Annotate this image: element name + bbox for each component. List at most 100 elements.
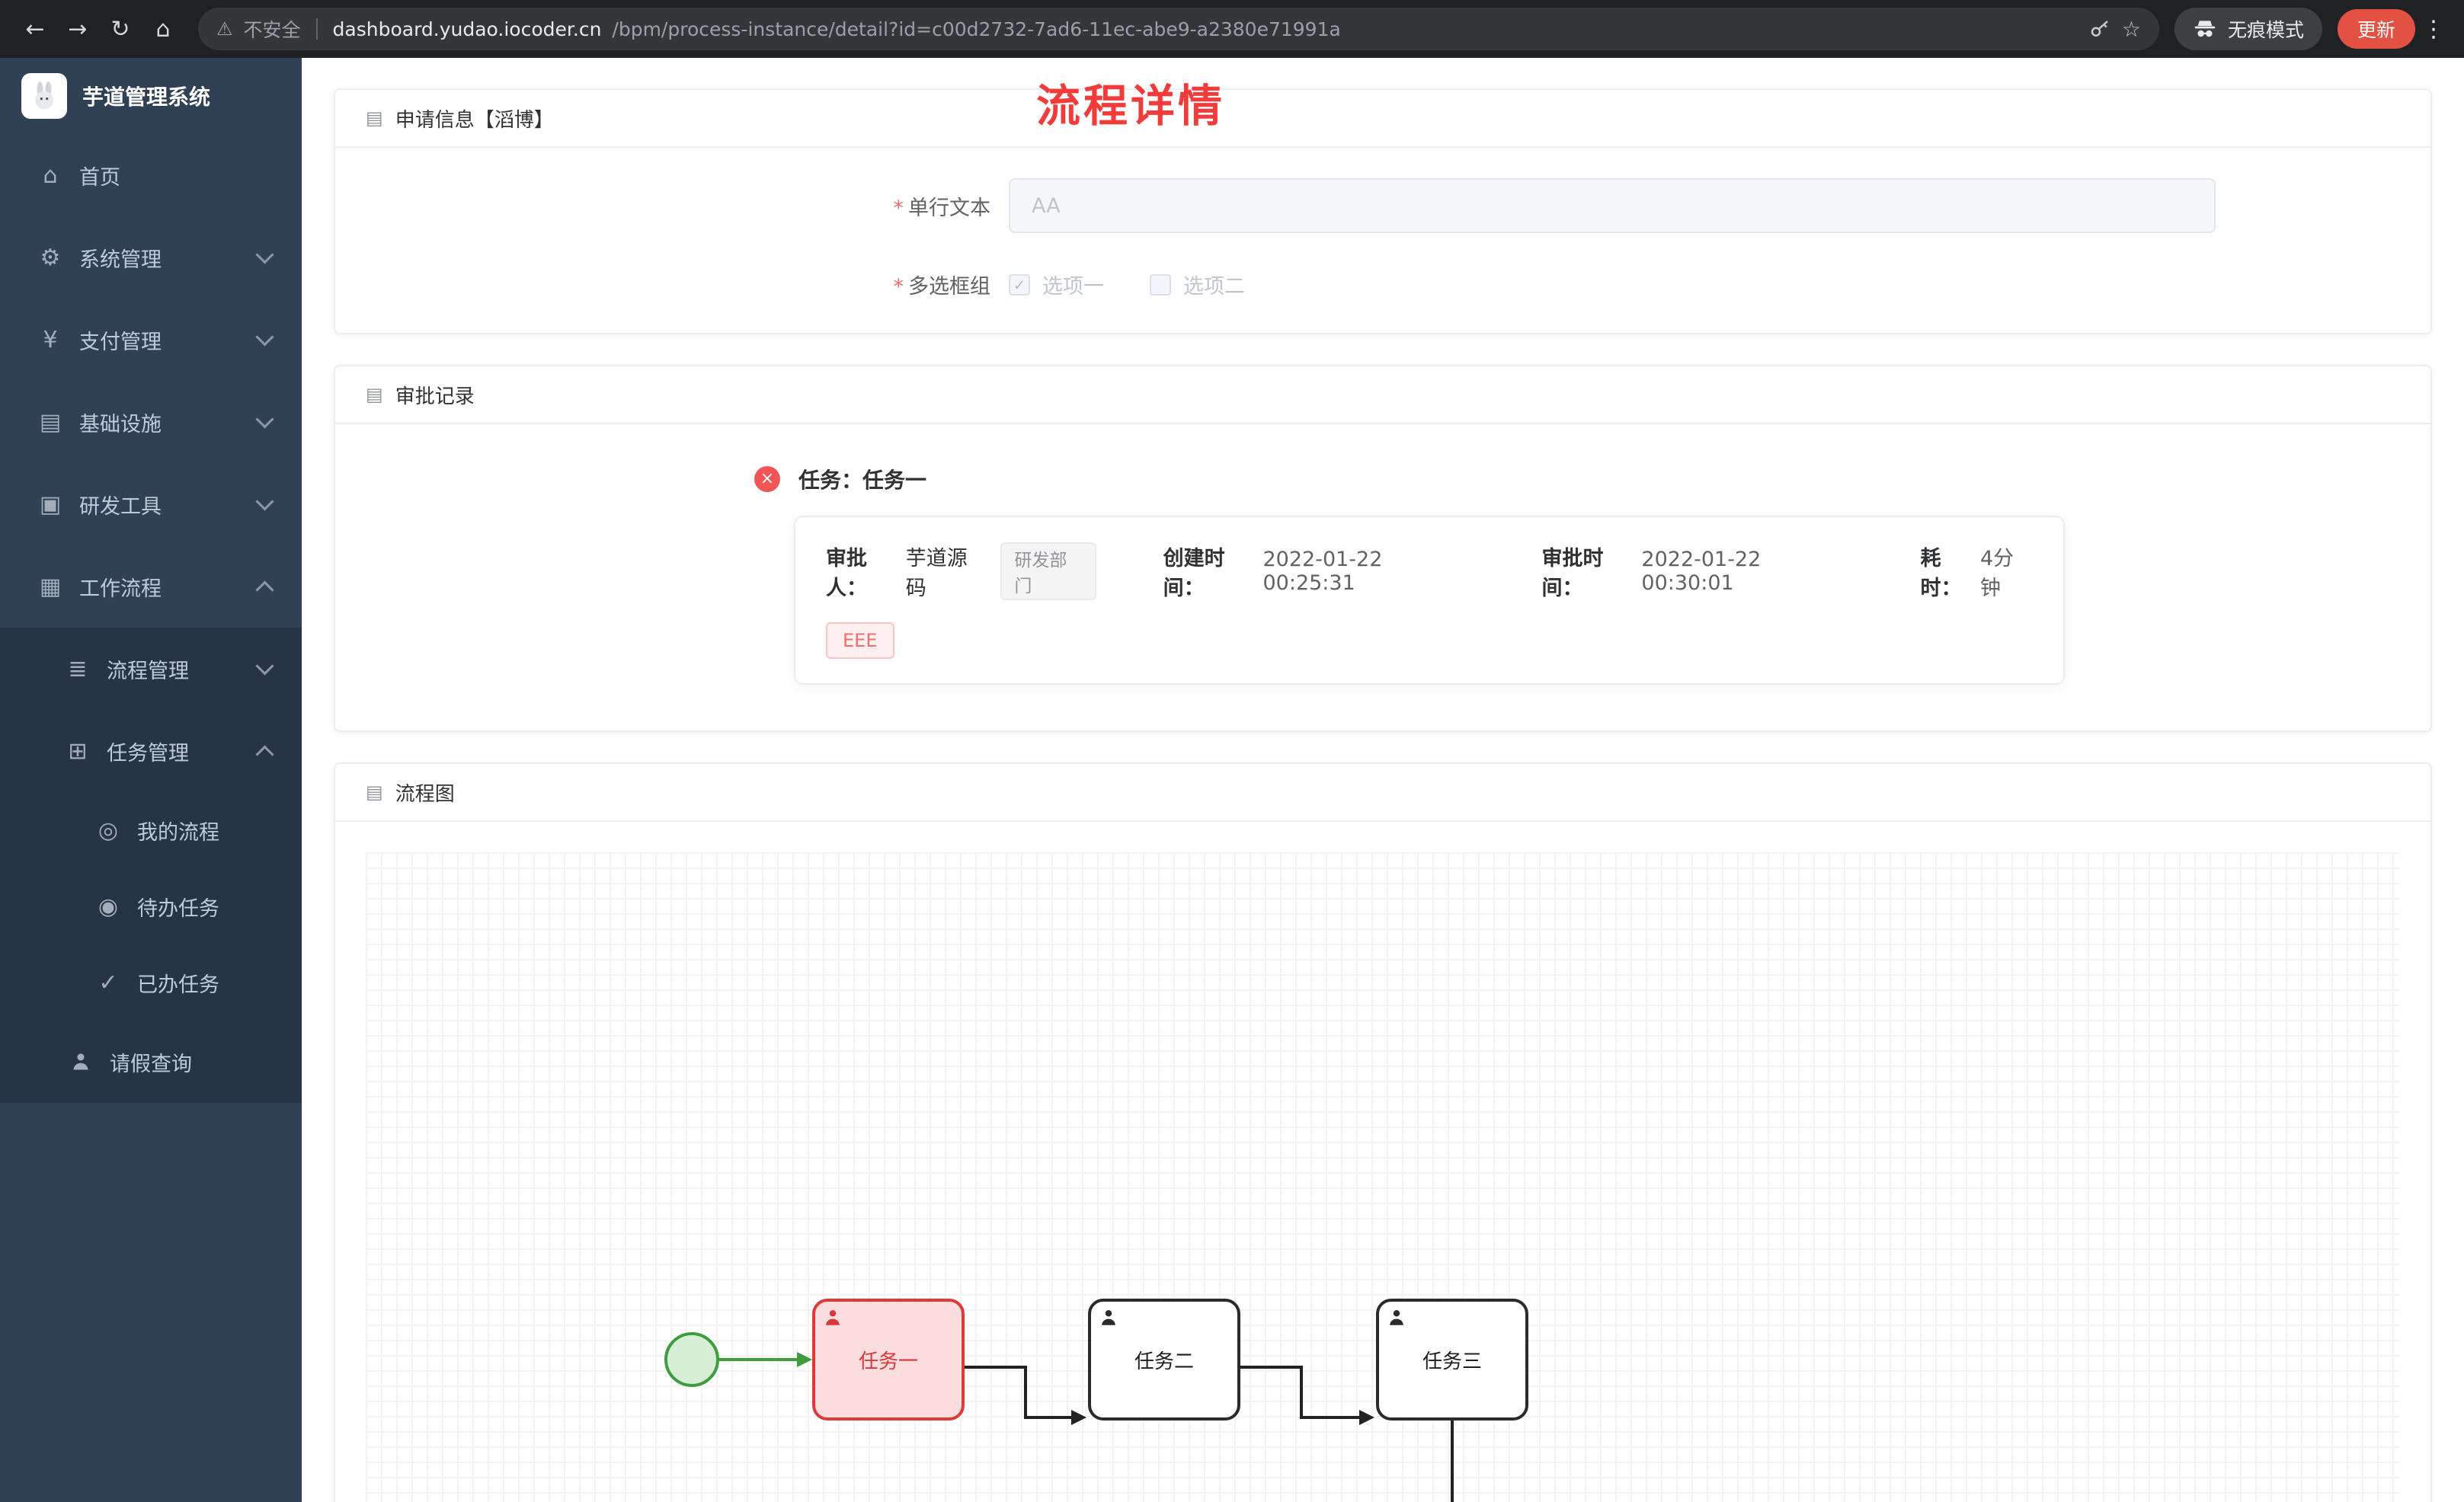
my-process-icon: ◎ (98, 817, 119, 844)
star-icon[interactable]: ☆ (2121, 16, 2141, 42)
sidebar-item-label: 工作流程 (79, 577, 162, 601)
apply-info-card: ▤ 申请信息【滔博】 *单行文本 *多选框组 ✓ (334, 88, 2432, 334)
address-bar[interactable]: ⚠ 不安全 dashboard.yudao.iocoder.cn/bpm/pro… (198, 8, 2159, 50)
home-icon: ⌂ (43, 161, 58, 189)
sidebar-item-done-tasks[interactable]: ✓ 已办任务 (0, 944, 302, 1021)
sidebar-item-label: 请假查询 (110, 1052, 192, 1076)
field-label: *单行文本 (893, 196, 991, 220)
checkbox-group: ✓ 选项一 选项二 (1009, 270, 1245, 299)
bpmn-canvas[interactable]: 任务一 任务二 任务三 (366, 852, 2400, 1502)
user-task-icon (1387, 1308, 1406, 1328)
approver-label: 审批人： (826, 547, 867, 600)
approval-detail-card: 审批人： 芋道源码 研发部门 创建时间： 2022-01-22 00:25:31… (794, 516, 2065, 685)
sidebar-item-label: 研发工具 (79, 494, 162, 519)
form-row-checkbox-group: *多选框组 ✓ 选项一 选项二 (366, 270, 2400, 299)
apply-info-header: ▤ 申请信息【滔博】 (335, 90, 2430, 148)
flow-connectors (719, 1352, 1454, 1502)
sidebar-item-label: 已办任务 (137, 973, 219, 997)
sidebar-item-leave-query[interactable]: 请假查询 (0, 1021, 302, 1103)
sidebar-item-process-management[interactable]: ≣ 流程管理 (0, 628, 302, 710)
url-host: dashboard.yudao.iocoder.cn (332, 18, 602, 40)
browser-menu-button[interactable]: ⋮ (2422, 15, 2445, 43)
url-path: /bpm/process-instance/detail?id=c00d2732… (612, 18, 1341, 40)
user-icon (64, 1051, 98, 1072)
key-icon[interactable] (2088, 18, 2111, 40)
sidebar-item-payment[interactable]: ¥ 支付管理 (0, 299, 302, 381)
sidebar-item-workflow[interactable]: ▦ 工作流程 (0, 545, 302, 628)
task-mgmt-icon: ⊞ (68, 737, 88, 765)
browser-toolbar: ← → ↻ ⌂ ⚠ 不安全 dashboard.yudao.iocoder.cn… (0, 0, 2464, 58)
status-error-icon: × (754, 466, 780, 492)
back-button[interactable]: ← (25, 15, 45, 43)
warning-icon: ⚠ (216, 18, 233, 40)
sidebar-item-my-process[interactable]: ◎ 我的流程 (0, 792, 302, 868)
task-title: 任务：任务一 (798, 468, 927, 493)
field-label: *多选框组 (893, 275, 991, 299)
process-list-icon: ≣ (68, 655, 88, 682)
form-row-single-line-text: *单行文本 (366, 178, 2400, 233)
flow-diagram-body: 任务一 任务二 任务三 (335, 822, 2430, 1502)
single-line-text-input (1009, 178, 2216, 233)
sidebar-item-task-management[interactable]: ⊞ 任务管理 (0, 710, 302, 792)
gear-icon: ⚙ (40, 244, 61, 271)
sidebar-item-todo-tasks[interactable]: ◉ 待办任务 (0, 868, 302, 944)
incognito-label: 无痕模式 (2227, 19, 2304, 41)
card-title: 申请信息【滔博】 (395, 108, 554, 132)
card-title: 审批记录 (395, 385, 475, 408)
main-content: 流程详情 ▤ 申请信息【滔博】 *单行文本 *多选框组 (302, 58, 2464, 1502)
page-title: 流程详情 (1036, 80, 1226, 132)
task-node-2[interactable]: 任务二 (1088, 1299, 1240, 1421)
diagram-icon: ▤ (366, 781, 383, 803)
update-button[interactable]: 更新 (2337, 9, 2415, 49)
sidebar-item-label: 任务管理 (107, 741, 189, 765)
user-task-icon (823, 1308, 843, 1328)
created-time: 2022-01-22 00:25:31 (1262, 548, 1383, 595)
approved-time: 2022-01-22 00:30:01 (1641, 548, 1762, 595)
workflow-icon: ▦ (39, 573, 62, 600)
task-node-1[interactable]: 任务一 (812, 1299, 965, 1421)
sidebar-item-label: 系统管理 (79, 248, 162, 272)
records-icon: ▤ (366, 384, 383, 405)
sidebar-item-label: 我的流程 (137, 820, 219, 845)
eye-icon: ◉ (98, 893, 119, 920)
sidebar-item-label: 流程管理 (107, 659, 189, 683)
sidebar-item-infrastructure[interactable]: ▤ 基础设施 (0, 381, 302, 463)
required-asterisk: * (893, 196, 904, 220)
approval-timeline: × 任务：任务一 审批人： 芋道源码 研发部门 创建时间： 2022-01-22… (754, 455, 2400, 700)
approval-records-body: × 任务：任务一 审批人： 芋道源码 研发部门 创建时间： 2022-01-22… (335, 424, 2430, 730)
checkbox-label: 选项一 (1042, 275, 1104, 299)
user-task-icon (1099, 1308, 1118, 1328)
app-title: 芋道管理系统 (82, 85, 211, 110)
sidebar-item-home[interactable]: ⌂ 首页 (0, 134, 302, 216)
sidebar-item-label: 首页 (79, 165, 120, 190)
checkbox-option-2: 选项二 (1150, 270, 1245, 299)
incognito-icon (2193, 17, 2217, 41)
apply-info-body: *单行文本 *多选框组 ✓ 选项一 选 (335, 148, 2430, 333)
security-label: 不安全 (243, 19, 301, 41)
flow-diagram-card: ▤ 流程图 (334, 762, 2432, 1502)
reload-button[interactable]: ↻ (110, 15, 130, 43)
duration-label: 耗时： (1920, 547, 1962, 600)
forward-button[interactable]: → (68, 15, 88, 43)
yen-icon: ¥ (43, 326, 58, 353)
sidebar: 芋道管理系统 ⌂ 首页 ⚙ 系统管理 ¥ 支付管理 ▤ 基础设施 ▣ 研发工具 … (0, 58, 302, 1502)
address-divider (315, 18, 318, 40)
sidebar-item-label: 支付管理 (79, 330, 162, 354)
sidebar-item-devtools[interactable]: ▣ 研发工具 (0, 463, 302, 545)
incognito-badge: 无痕模式 (2174, 8, 2322, 50)
approval-records-card: ▤ 审批记录 × 任务：任务一 审批人： 芋道源码 研发部门 (334, 365, 2432, 732)
start-event-node[interactable] (664, 1332, 719, 1387)
card-title: 流程图 (395, 782, 455, 806)
sidebar-item-label: 待办任务 (137, 896, 219, 921)
checkbox-option-1: ✓ 选项一 (1009, 270, 1104, 299)
flow-diagram-header: ▤ 流程图 (335, 764, 2430, 822)
approver-name: 芋道源码 (905, 547, 968, 600)
task-label: 任务二 (1134, 1350, 1194, 1373)
app-logo: 芋道管理系统 (0, 58, 302, 134)
created-label: 创建时间： (1163, 547, 1225, 600)
task-node-3[interactable]: 任务三 (1376, 1299, 1528, 1421)
dept-tag: 研发部门 (1000, 542, 1096, 600)
home-button[interactable]: ⌂ (155, 15, 171, 43)
sidebar-item-system[interactable]: ⚙ 系统管理 (0, 216, 302, 299)
